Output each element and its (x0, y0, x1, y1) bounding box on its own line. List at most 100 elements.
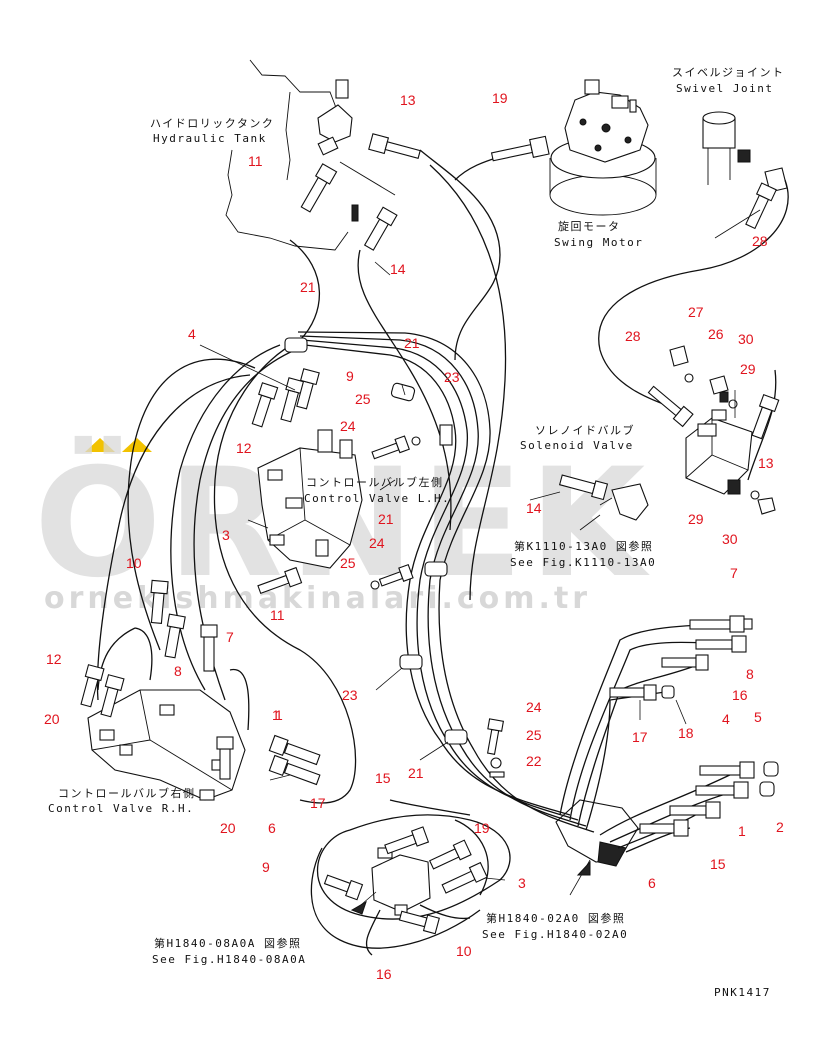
callout-21-b: 21 (404, 335, 420, 351)
fitting-12 (251, 382, 279, 428)
clamp-21-lower (424, 561, 448, 577)
fitting-11-lower (257, 566, 303, 594)
solenoid-valve-label-jp: ソレノイドバルブ (535, 423, 635, 437)
arrow-h1840-08 (350, 900, 367, 915)
callout-19-top: 19 (492, 90, 508, 106)
callout-7-right: 7 (730, 565, 738, 581)
callout-29-a: 29 (740, 361, 756, 377)
leader-lines (199, 209, 761, 911)
callout-8-right: 8 (746, 666, 754, 682)
callout-2: 2 (776, 819, 784, 835)
callout-21-d: 21 (408, 765, 424, 781)
fitting-12-left (80, 664, 105, 708)
clamp-21-upper (284, 337, 308, 353)
callout-10-left: 10 (126, 555, 142, 571)
callout-28-top: 28 (752, 233, 768, 249)
control-valve-lh-label-en: Control Valve L.H. (304, 492, 450, 505)
swing-motor-label-jp: 旋回モータ (558, 219, 621, 233)
fitting-13-right (751, 394, 780, 440)
fitting-5 (763, 761, 779, 777)
callout-3-bottom: 3 (518, 875, 526, 891)
fitting-17-left (268, 754, 321, 786)
callout-22: 22 (526, 753, 542, 769)
bottom-manifold (371, 847, 431, 916)
callout-13-top: 13 (400, 92, 416, 108)
fitting-10-bottom (398, 910, 440, 935)
callout-21-c: 21 (378, 511, 394, 527)
callout-19-bottom: 19 (474, 820, 490, 836)
callout-numbers: 13 19 11 14 28 21 4 9 27 26 30 29 28 21 … (44, 90, 784, 982)
bolt-24-bottom (486, 718, 505, 755)
washer-25-lower (370, 580, 380, 590)
fitting-17-right (609, 684, 657, 701)
fitting-20-lower (216, 736, 234, 780)
callout-24-c: 24 (526, 699, 542, 715)
reference-arrows (350, 860, 591, 915)
clamp-21-mid (390, 382, 416, 402)
fitting-18 (661, 685, 675, 699)
callout-16-right: 16 (732, 687, 748, 703)
control-valve-rh-label-jp: コントロールバルブ右側 (58, 786, 196, 800)
fitting-1-left (268, 734, 321, 766)
washer-25-bottom (490, 757, 502, 769)
hydraulic-tank (225, 59, 396, 251)
callout-23-b: 23 (342, 687, 358, 703)
fitting-15-right (669, 801, 721, 819)
callout-25-c: 25 (526, 727, 542, 743)
ref-h1840-08-label-jp: 第H1840-08A0A 図参照 (154, 936, 301, 950)
clamp-23-bracket (439, 424, 453, 446)
callout-23-a: 23 (444, 369, 460, 385)
fittings (80, 133, 780, 935)
callout-30-b: 30 (722, 531, 738, 547)
callout-5: 5 (754, 709, 762, 725)
callout-6-left: 6 (268, 820, 276, 836)
callout-4-a: 4 (188, 326, 196, 342)
callout-14-top: 14 (390, 261, 406, 277)
swing-motor-label-en: Swing Motor (554, 236, 643, 249)
fitting-7-left (200, 624, 218, 672)
callout-1-right: 1 (738, 823, 746, 839)
swing-motor (549, 79, 657, 216)
fitting-9-bottom (323, 874, 364, 901)
fitting-9 (296, 368, 320, 410)
callout-9-a: 9 (346, 368, 354, 384)
callout-11-mid: 11 (270, 607, 285, 623)
ref-h1840-02-label-en: See Fig.H1840-02A0 (482, 928, 628, 941)
bolt-24-lower (378, 563, 414, 587)
callout-20-left: 20 (44, 711, 60, 727)
swivel-joint-label-en: Swivel Joint (676, 82, 773, 95)
fitting-7-right (689, 615, 753, 633)
solenoid-valve (669, 345, 776, 515)
ref-h1840-02-label-jp: 第H1840-02A0 図参照 (486, 911, 625, 925)
callout-13-right: 13 (758, 455, 774, 471)
fitting-19 (490, 135, 550, 162)
fitting-14-mid (558, 474, 609, 501)
fitting-14-top (363, 206, 398, 251)
callout-28-mid: 28 (625, 328, 641, 344)
clamp-23 (399, 654, 423, 670)
hydraulic-tank-label-en: Hydraulic Tank (153, 132, 267, 145)
callout-27: 27 (688, 304, 704, 320)
ref-k1110-label-en: See Fig.K1110-13A0 (510, 556, 656, 569)
callout-26: 26 (708, 326, 724, 342)
fitting-10-left (150, 579, 169, 624)
ref-h1840-08-label-en: See Fig.H1840-08A0A (152, 953, 306, 966)
callout-15-bottom: 15 (375, 770, 391, 786)
callout-12-left: 12 (46, 651, 62, 667)
callout-18: 18 (678, 725, 694, 741)
fitting-4 (280, 377, 306, 423)
watermark-url: ornekishmakinalari.com.tr (44, 581, 591, 616)
bolt-24-upper (371, 435, 410, 460)
hydraulic-tank-label-jp: ハイドロリックタンク (150, 117, 274, 130)
callout-16-bottom: 16 (376, 966, 392, 982)
plate-22 (489, 771, 505, 778)
component-labels: ハイドロリックタンク Hydraulic Tank スイベルジョイント Swiv… (48, 66, 783, 999)
fitting-15-bottom (384, 826, 430, 855)
callout-17-left: 17 (310, 795, 326, 811)
watermark-accent-left (85, 438, 115, 452)
callout-3-a: 3 (222, 527, 230, 543)
fitting-6-right (639, 819, 689, 837)
callout-15-right: 15 (710, 856, 726, 872)
washer-25-upper (411, 436, 421, 446)
fitting-1-right (695, 781, 749, 799)
